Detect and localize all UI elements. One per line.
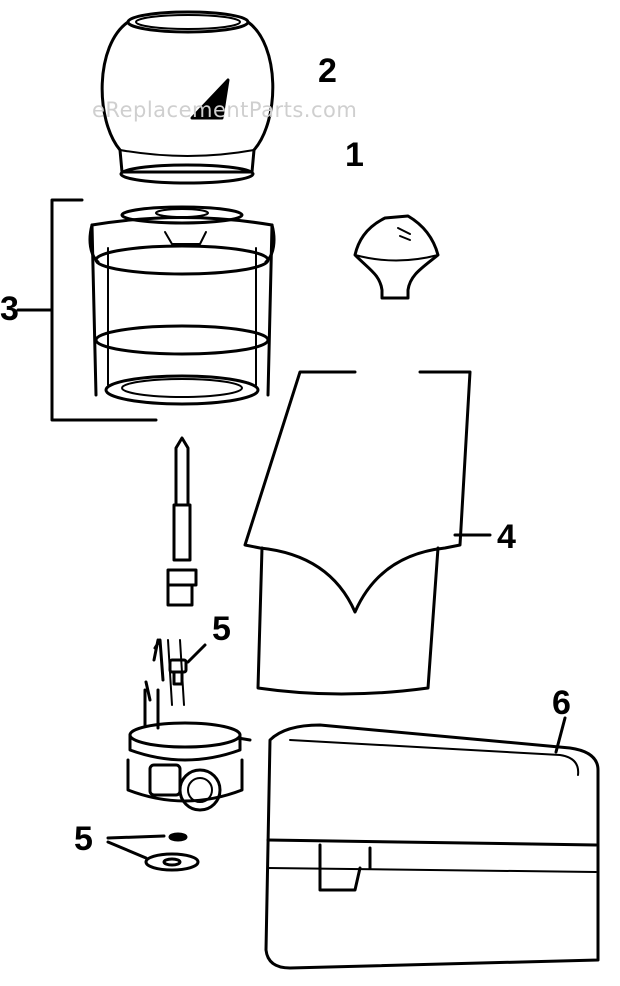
callout-valve-lower: 5 bbox=[74, 820, 93, 858]
washer-part bbox=[106, 832, 200, 872]
case-part bbox=[264, 716, 600, 970]
mantle-part bbox=[353, 214, 440, 300]
callout-frame: 3 bbox=[0, 290, 19, 328]
callout-globe: 2 bbox=[318, 52, 337, 90]
callout-valve-upper: 5 bbox=[212, 610, 231, 648]
valve-stem-part bbox=[168, 643, 207, 686]
callout-case: 6 bbox=[552, 684, 571, 722]
generator-part bbox=[166, 436, 198, 607]
frame-part bbox=[16, 198, 276, 422]
watermark-text: eReplacementParts.com bbox=[92, 98, 358, 122]
callout-mantle: 1 bbox=[345, 136, 364, 174]
burner-assembly-part bbox=[126, 638, 252, 812]
globe-part bbox=[100, 10, 275, 185]
handle-part bbox=[243, 370, 492, 696]
callout-handle: 4 bbox=[497, 518, 516, 556]
